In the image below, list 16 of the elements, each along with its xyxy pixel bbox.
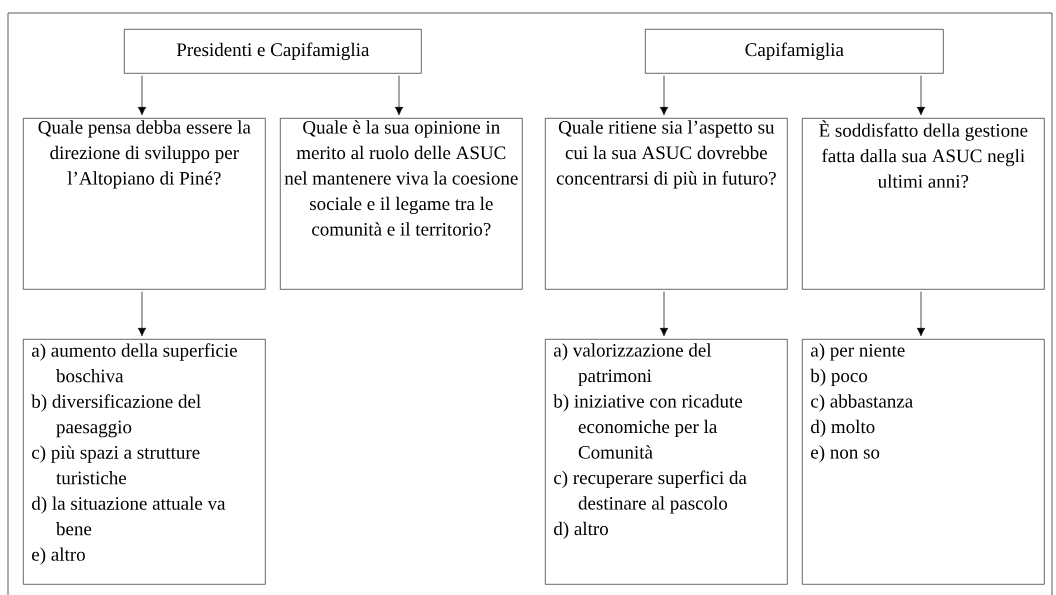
answer-list-box: a) aumento della superficie boschiva b) diversificazione del paesaggio c) più spazi a strutture turistiche d) la situazione attuale va bene e) altro [23, 339, 266, 585]
arrow [137, 107, 147, 116]
question-box: Quale pensa debba essere la direzione di sviluppo per l’Altopiano di Piné? [23, 118, 266, 290]
arrow [659, 328, 669, 337]
arrow [394, 107, 404, 116]
question-box: Quale ritiene sia l’aspetto su cui la sua ASUC dovrebbe concentrarsi di più in futuro? [545, 118, 788, 290]
group-box: Presidenti e Capifamiglia [124, 29, 422, 74]
arrow [916, 107, 926, 116]
arrow [916, 328, 926, 337]
arrow [659, 107, 669, 116]
group-box: Capifamiglia [645, 29, 944, 74]
answer-list-box: a) per niente b) poco c) abbastanza d) molto e) non so [802, 339, 1045, 585]
arrow [137, 328, 147, 337]
answer-list-box: a) valorizzazione del patrimoni b) iniziative con ricadute economiche per la Comunità c) recuperare superfici da destinare al pascolo d) altro [545, 339, 788, 585]
question-box: Quale è la sua opinione in merito al ruolo delle ASUC nel mantenere viva la coesione sociale e il legame tra le comunità e il territorio? [280, 118, 523, 290]
question-box: È soddisfatto della gestione fatta dalla sua ASUC negli ultimi anni? [802, 118, 1045, 290]
